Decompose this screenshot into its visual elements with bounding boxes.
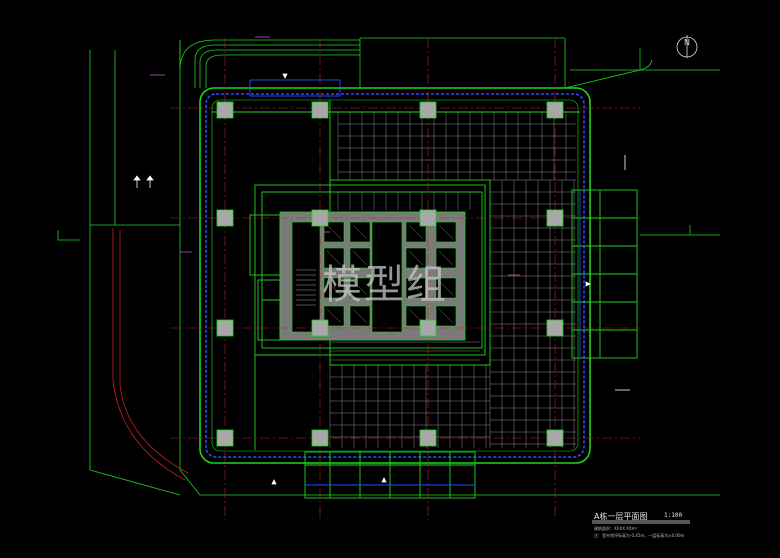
column — [311, 209, 329, 227]
column — [216, 101, 234, 119]
column — [546, 429, 564, 447]
drawing-scale: 1:100 — [664, 512, 683, 519]
cell-hatch — [438, 308, 454, 324]
column — [546, 101, 564, 119]
north-arrow-icon — [676, 35, 698, 58]
cell-hatch — [352, 308, 368, 324]
column — [419, 209, 437, 227]
column — [311, 429, 329, 447]
south-entrance — [304, 451, 476, 499]
structural-columns — [216, 101, 564, 447]
direction-arrows — [133, 73, 630, 485]
drawing-title: A栋一层平面图 — [594, 512, 648, 521]
building-outline — [199, 87, 591, 464]
column — [216, 209, 234, 227]
cell-hatch — [352, 250, 368, 266]
watermark-text: 模型组 — [322, 262, 448, 308]
interior-partitions — [212, 100, 580, 450]
cell-hatch — [438, 224, 454, 240]
title-block — [592, 520, 690, 524]
column — [216, 429, 234, 447]
cell-hatch — [326, 280, 342, 296]
core-corridor — [371, 221, 403, 333]
drawing-note-elevation: 注：室外地坪标高为-0.45m，一层标高为±0.00m — [594, 533, 685, 538]
cell-hatch — [408, 280, 424, 296]
column — [419, 429, 437, 447]
cell-hatch — [408, 224, 424, 240]
east-canopy — [571, 189, 638, 359]
building-core — [279, 211, 466, 341]
site-boundary-lines — [57, 37, 720, 496]
cell-hatch — [352, 224, 368, 240]
cell-hatch — [326, 224, 342, 240]
north-entrance — [249, 79, 341, 97]
column — [419, 319, 437, 337]
red-boundary-lines — [112, 228, 189, 481]
column — [311, 101, 329, 119]
column — [546, 319, 564, 337]
column — [311, 319, 329, 337]
cell-hatch — [408, 250, 424, 266]
column — [419, 101, 437, 119]
annotation-marks — [150, 36, 520, 276]
cell-hatch — [438, 280, 454, 296]
column — [546, 209, 564, 227]
column — [216, 319, 234, 337]
cell-hatch — [352, 280, 368, 296]
drawing-note-area: 建筑面积：XXXX.XXm² — [594, 526, 638, 531]
cell-hatch — [438, 250, 454, 266]
cell-hatch — [326, 308, 342, 324]
north-arrow-label: N — [684, 38, 690, 47]
cell-hatch — [326, 250, 342, 266]
